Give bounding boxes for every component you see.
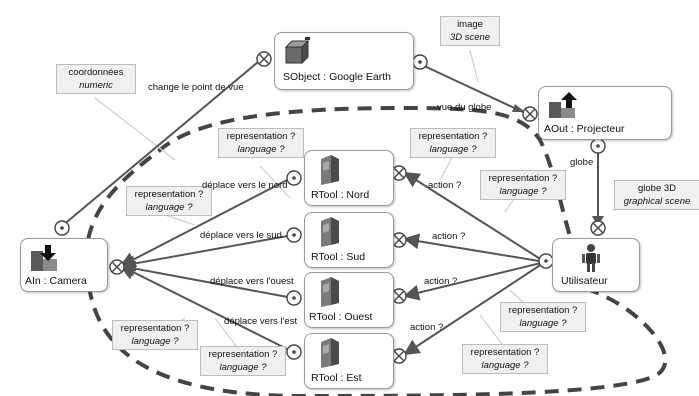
tool-blocks-icon (321, 338, 339, 368)
note-title: globe 3D (637, 183, 677, 194)
input-arrow-icon (31, 245, 57, 271)
note-title: representation ? (134, 189, 204, 200)
note-title: representation ? (470, 347, 540, 358)
note-title: representation ? (208, 349, 278, 360)
note-representation: representation ? language ? (218, 128, 304, 158)
note-title: representation ? (418, 131, 488, 142)
node-label: SObject : Google Earth (283, 71, 391, 83)
edge-label-deplace-sud: déplace vers le sud (200, 230, 282, 241)
node-sobject-google-earth[interactable]: SObject : Google Earth (274, 32, 414, 90)
note-subtitle: language ? (519, 318, 567, 329)
node-aout-projecteur[interactable]: AOut : Projecteur (538, 86, 672, 140)
note-title: representation ? (120, 323, 190, 334)
note-subtitle: 3D scene (449, 32, 491, 43)
note-subtitle: language ? (481, 360, 529, 371)
node-rtool-nord[interactable]: RTool : Nord (304, 150, 394, 206)
user-figure-icon (582, 244, 600, 272)
node-rtool-sud[interactable]: RTool : Sud (304, 212, 394, 268)
cube-icon (284, 37, 310, 65)
edge-label-deplace-ouest: déplace vers l'ouest (210, 276, 294, 287)
required-ports (109, 51, 606, 364)
note-title: representation ? (508, 305, 578, 316)
note-subtitle: language ? (499, 186, 547, 197)
node-label: RTool : Sud (311, 251, 366, 263)
node-label: RTool : Nord (311, 189, 370, 201)
note-representation: representation ? language ? (410, 128, 496, 158)
edge-label-vue-globe: vue du globe (437, 102, 492, 113)
provided-ports (54, 54, 606, 360)
note-representation: representation ? language ? (112, 320, 198, 350)
note-title: coordonnées (68, 67, 124, 78)
note-subtitle: language ? (131, 336, 179, 347)
note-globe3d: globe 3D graphical scene (614, 180, 699, 210)
node-rtool-est[interactable]: RTool : Est (304, 333, 394, 389)
note-coordonnees: coordonnées numeric (56, 64, 136, 94)
note-representation: representation ? language ? (126, 186, 212, 216)
node-label: Utilisateur (561, 275, 608, 287)
node-rtool-ouest[interactable]: RTool : Ouest (304, 272, 394, 328)
note-subtitle: language ? (237, 144, 285, 155)
tool-blocks-icon (321, 277, 339, 307)
output-arrow-icon (549, 92, 577, 118)
note-subtitle: language ? (429, 144, 477, 155)
edge-label-deplace-nord: déplace vers le nord (202, 180, 288, 191)
edge-label-action: action ? (428, 180, 462, 191)
node-ain-camera[interactable]: AIn : Camera (20, 238, 108, 292)
edge-label-globe: globe (570, 157, 594, 168)
node-label: RTool : Est (311, 372, 362, 384)
note-representation: representation ? language ? (462, 344, 548, 374)
node-label: RTool : Ouest (309, 311, 373, 323)
note-representation: representation ? language ? (200, 346, 286, 376)
edge-label-action: action ? (424, 276, 458, 287)
edge-label-action: action ? (432, 231, 466, 242)
node-label: AIn : Camera (25, 275, 87, 287)
note-title: image (457, 19, 483, 30)
note-title: representation ? (226, 131, 296, 142)
node-utilisateur[interactable]: Utilisateur (552, 238, 640, 292)
tool-blocks-icon (321, 217, 339, 247)
edge-label-deplace-est: déplace vers l'est (224, 316, 298, 327)
note-image: image 3D scene (440, 16, 500, 46)
note-subtitle: graphical scene (623, 196, 691, 207)
node-label: AOut : Projecteur (544, 123, 625, 135)
note-subtitle: language ? (145, 202, 193, 213)
note-subtitle: language ? (219, 362, 267, 373)
note-subtitle: numeric (79, 80, 113, 91)
edge-label-change-pov: change le point de vue (148, 82, 244, 93)
tool-blocks-icon (321, 155, 339, 185)
note-representation: representation ? language ? (500, 302, 586, 332)
note-representation: representation ? language ? (480, 170, 566, 200)
note-title: representation ? (488, 173, 558, 184)
edge-label-action: action ? (410, 322, 444, 333)
